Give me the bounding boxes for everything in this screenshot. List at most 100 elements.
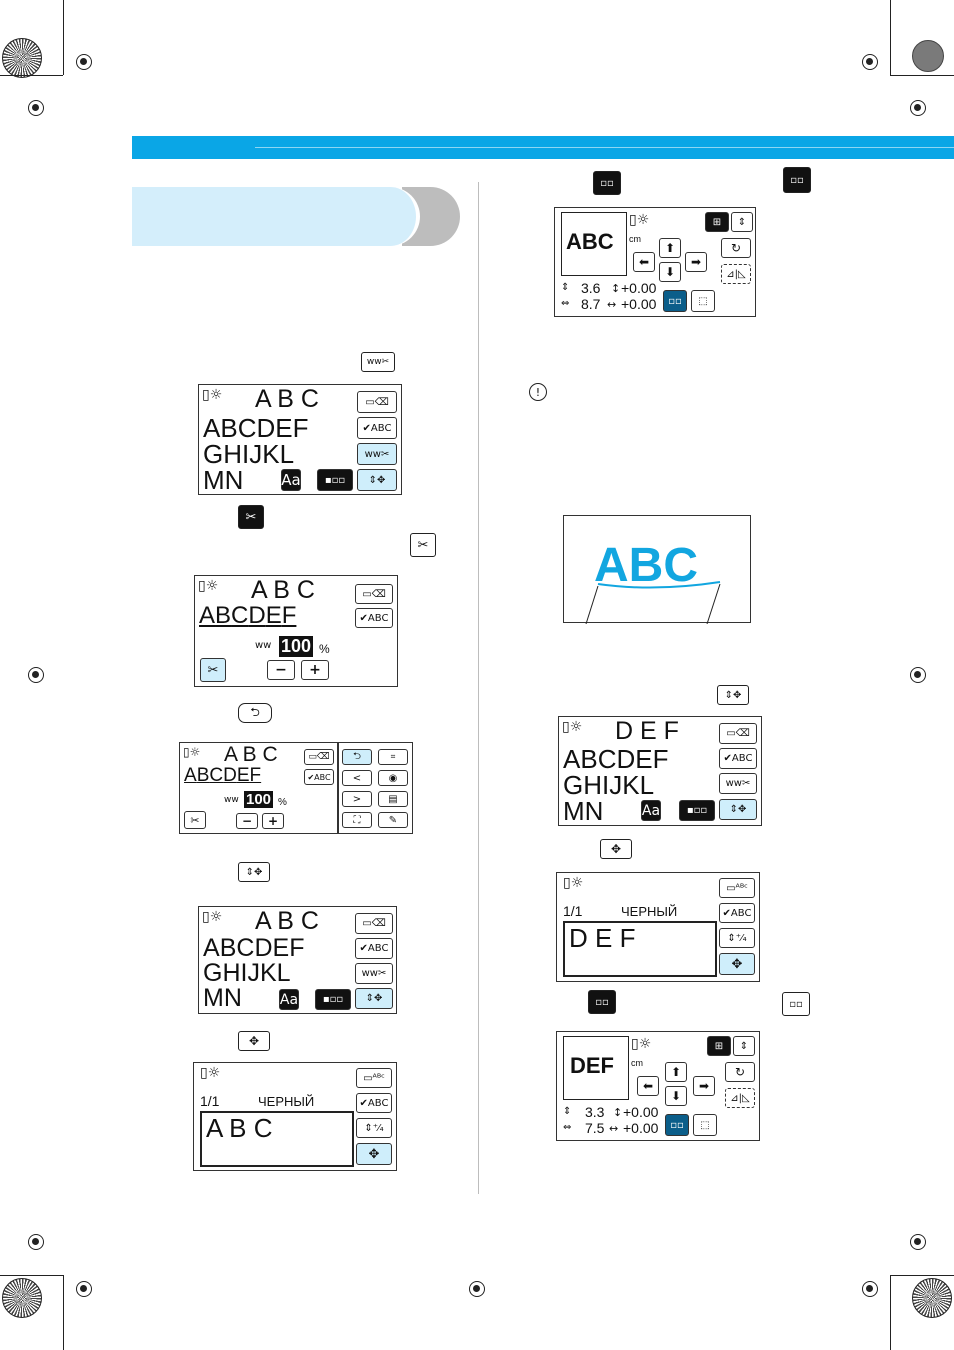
char-key-d[interactable]: D xyxy=(616,744,636,774)
char-key-e[interactable]: E xyxy=(275,413,293,443)
eraser-key[interactable]: ▭⌫ xyxy=(355,584,393,604)
char-key-a[interactable]: A xyxy=(184,765,197,786)
thread-change-key[interactable]: ⇕⁺⁄₄ xyxy=(719,928,755,948)
case-key[interactable]: Aa xyxy=(279,989,299,1010)
layout-toggle-key[interactable]: ▫▫ xyxy=(665,1114,689,1136)
mirror-key[interactable]: ⊿|◺ xyxy=(725,1088,755,1108)
char-key-c[interactable]: C xyxy=(597,744,617,774)
char-key-d[interactable]: D xyxy=(256,413,276,443)
size-key[interactable]: ⇕ xyxy=(733,1036,755,1056)
arrow-down-key[interactable]: ⬇ xyxy=(665,1086,687,1106)
size-key[interactable]: ⇕ xyxy=(731,212,753,232)
char-key-a[interactable]: A xyxy=(203,413,221,443)
memory-key[interactable]: ◉ xyxy=(378,770,408,786)
color-abc-key[interactable]: ▭ᴬᴮᶜ xyxy=(719,878,755,898)
char-key-c[interactable]: C xyxy=(209,765,224,786)
check-abc-key[interactable]: ✔ABC xyxy=(304,769,334,785)
check-abc-key[interactable]: ✔ABC xyxy=(719,748,757,769)
char-key-m[interactable]: M xyxy=(563,796,585,826)
char-key-b[interactable]: B xyxy=(220,413,238,443)
char-key-n[interactable]: N xyxy=(224,465,244,495)
mirror-key[interactable]: ⊿|◺ xyxy=(721,264,751,284)
move-key[interactable]: ✥ xyxy=(356,1143,392,1165)
char-key-f[interactable]: F xyxy=(292,413,309,443)
scissors-key[interactable]: ✂ xyxy=(200,658,226,682)
char-key-i[interactable]: I xyxy=(242,439,250,469)
density-scissors-key[interactable]: ᴡᴡ✂ xyxy=(719,773,757,794)
arrow-left-key[interactable]: ⬅ xyxy=(633,252,655,272)
frame-check-key[interactable]: ⬚ xyxy=(693,1114,717,1136)
char-key-c[interactable]: C xyxy=(237,413,257,443)
char-key-a[interactable]: A xyxy=(199,602,216,629)
char-key-b[interactable]: B xyxy=(196,765,210,786)
char-key-f[interactable]: F xyxy=(289,934,305,962)
frame-key[interactable]: ⛶ xyxy=(342,812,372,828)
char-key-b[interactable]: B xyxy=(580,744,598,774)
char-key-n[interactable]: N xyxy=(223,984,242,1012)
char-key-m[interactable]: M xyxy=(203,984,224,1012)
char-key-l[interactable]: L xyxy=(276,959,291,987)
check-abc-key[interactable]: ✔ABC xyxy=(356,1093,392,1113)
char-key-a[interactable]: A xyxy=(203,934,220,962)
previous-key[interactable]: < xyxy=(342,770,372,786)
font-size-key[interactable]: ▪▫▫ xyxy=(315,989,351,1010)
arrow-down-key[interactable]: ⬇ xyxy=(659,262,681,282)
eraser-key[interactable]: ▭⌫ xyxy=(304,749,334,765)
arrow-up-key[interactable]: ⬆ xyxy=(659,238,681,258)
arrow-right-key[interactable]: ➡ xyxy=(693,1076,715,1096)
char-key-m[interactable]: M xyxy=(203,465,225,495)
char-key-b[interactable]: B xyxy=(219,934,237,962)
needle-move-key[interactable]: ⇕✥ xyxy=(357,469,397,491)
char-key-g[interactable]: G xyxy=(563,770,584,800)
arrow-up-key[interactable]: ⬆ xyxy=(665,1062,687,1082)
check-abc-key[interactable]: ✔ABC xyxy=(357,417,397,439)
char-key-d[interactable]: D xyxy=(248,602,266,629)
char-key-g[interactable]: G xyxy=(203,439,224,469)
char-key-k[interactable]: K xyxy=(622,770,640,800)
rotate-key[interactable]: ↻ xyxy=(725,1062,755,1082)
char-key-c[interactable]: C xyxy=(236,934,255,962)
check-abc-key[interactable]: ✔ABC xyxy=(355,608,393,628)
color-abc-key[interactable]: ▭ᴬᴮᶜ xyxy=(356,1068,392,1088)
font-size-key[interactable]: ▪▫▫ xyxy=(679,800,715,821)
char-key-i[interactable]: I xyxy=(602,770,610,800)
frame-check-key[interactable]: ⬚ xyxy=(691,290,715,312)
char-key-e[interactable]: E xyxy=(272,934,290,962)
scissors-key[interactable]: ✂ xyxy=(184,811,206,829)
char-key-c[interactable]: C xyxy=(231,602,249,629)
char-key-k[interactable]: K xyxy=(259,959,277,987)
char-key-f[interactable]: F xyxy=(249,765,262,786)
stitch-key[interactable]: ⌗ xyxy=(378,749,408,765)
needle-move-key[interactable]: ⇕✥ xyxy=(719,799,757,820)
char-key-f[interactable]: F xyxy=(281,602,297,629)
case-key[interactable]: Aa xyxy=(281,469,301,491)
case-key[interactable]: Aa xyxy=(641,800,661,821)
arrow-left-key[interactable]: ⬅ xyxy=(637,1076,659,1096)
char-key-d[interactable]: D xyxy=(223,765,237,786)
increase-button[interactable]: + xyxy=(301,660,329,680)
increase-button[interactable]: + xyxy=(262,813,284,829)
char-key-h[interactable]: H xyxy=(223,439,243,469)
next-key[interactable]: > xyxy=(342,791,372,807)
layout-toggle-key[interactable]: ▫▫ xyxy=(663,290,687,312)
char-key-d[interactable]: D xyxy=(254,934,273,962)
char-key-k[interactable]: K xyxy=(262,439,280,469)
thread-change-key[interactable]: ⇕⁺⁄₄ xyxy=(356,1118,392,1138)
char-key-e[interactable]: E xyxy=(265,602,282,629)
char-key-g[interactable]: G xyxy=(203,959,223,987)
decrease-button[interactable]: − xyxy=(267,660,295,680)
edit-key[interactable]: ✎ xyxy=(378,812,408,828)
check-abc-key[interactable]: ✔ABC xyxy=(719,903,755,923)
char-key-j[interactable]: J xyxy=(249,439,263,469)
char-key-h[interactable]: H xyxy=(222,959,241,987)
eraser-key[interactable]: ▭⌫ xyxy=(355,913,393,934)
eraser-key[interactable]: ▭⌫ xyxy=(719,723,757,744)
array-key[interactable]: ⊞ xyxy=(705,212,729,232)
move-key[interactable]: ✥ xyxy=(719,953,755,975)
char-key-h[interactable]: H xyxy=(583,770,603,800)
char-key-n[interactable]: N xyxy=(584,796,604,826)
document-key[interactable]: ▤ xyxy=(378,791,408,807)
eraser-key[interactable]: ▭⌫ xyxy=(357,391,397,413)
char-key-j[interactable]: J xyxy=(247,959,260,987)
char-key-l[interactable]: L xyxy=(279,439,295,469)
